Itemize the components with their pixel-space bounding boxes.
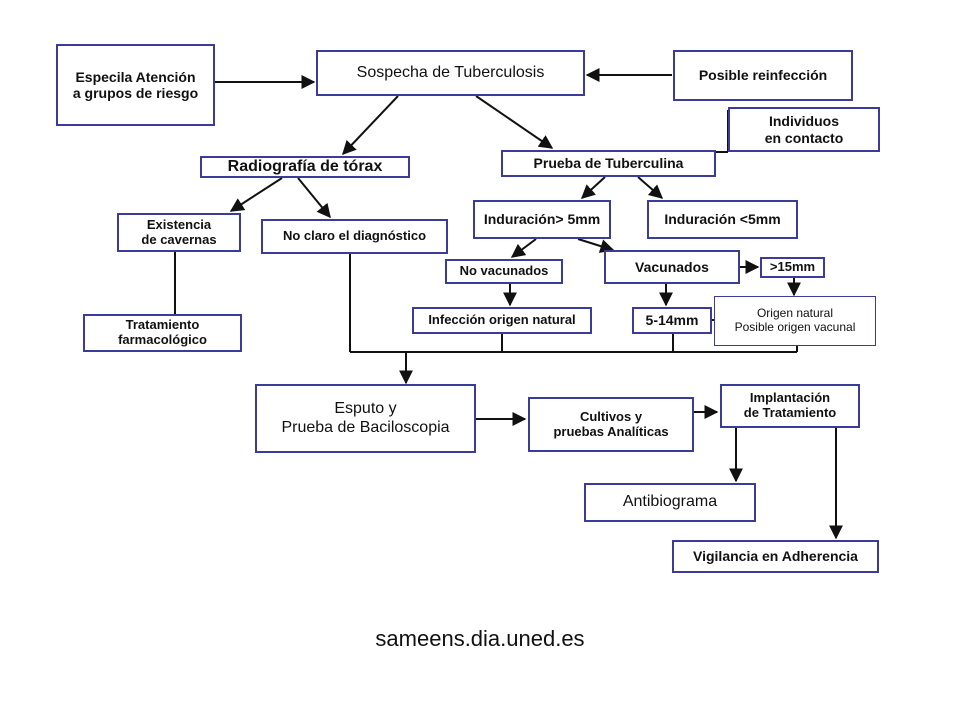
arrow-radiografia-to-noclaro — [297, 177, 331, 219]
node-vigilancia-adherencia: Vigilancia en Adherencia — [672, 540, 879, 573]
node-infeccion-origen-natural: Infección origen natural — [412, 307, 592, 334]
arrow-sospecha-to-tuberculina — [475, 95, 554, 149]
node-mayor-15mm: >15mm — [760, 257, 825, 278]
node-vacunados: Vacunados — [604, 250, 740, 284]
node-5-14mm: 5-14mm — [632, 307, 712, 334]
node-antibiograma: Antibiograma — [584, 483, 756, 522]
node-existencia-cavernas: Existencia de cavernas — [117, 213, 241, 252]
footer-source-text: sameens.dia.uned.es — [375, 626, 585, 651]
node-sospecha-tuberculosis: Sospecha de Tuberculosis — [316, 50, 585, 96]
node-tratamiento-farmacologico: Tratamiento farmacológico — [83, 314, 242, 352]
node-induracion-mayor: Induración> 5mm — [473, 200, 611, 239]
node-esputo-baciloscopia: Esputo y Prueba de Baciloscopia — [255, 384, 476, 453]
arrow-sospecha-to-radiografia — [342, 95, 399, 156]
node-implantacion-tratamiento: Implantación de Tratamiento — [720, 384, 860, 428]
node-no-claro-diagnostico: No claro el diagnóstico — [261, 219, 448, 254]
arrow-indmayor-to-vacunados — [577, 238, 615, 253]
arrow-tuberculina-to-indmenor — [637, 176, 664, 199]
node-radiografia-torax: Radiografía de tórax — [200, 156, 410, 178]
node-posible-reinfeccion: Posible reinfección — [673, 50, 853, 101]
node-no-vacunados: No vacunados — [445, 259, 563, 284]
node-origen-natural-vacunal: Origen natural Posible origen vacunal — [714, 296, 876, 346]
node-individuos-contacto: Individuos en contacto — [728, 107, 880, 152]
node-cultivos-analiticas: Cultivos y pruebas Analíticas — [528, 397, 694, 452]
node-especial-atencion: Especila Atención a grupos de riesgo — [56, 44, 215, 126]
node-induracion-menor: Induración <5mm — [647, 200, 798, 239]
arrow-radiografia-to-cavernas — [229, 177, 283, 212]
node-prueba-tuberculina: Prueba de Tuberculina — [501, 150, 716, 177]
arrow-tuberculina-to-indmayor — [580, 176, 606, 199]
arrow-indmayor-to-novacunados — [510, 238, 537, 258]
